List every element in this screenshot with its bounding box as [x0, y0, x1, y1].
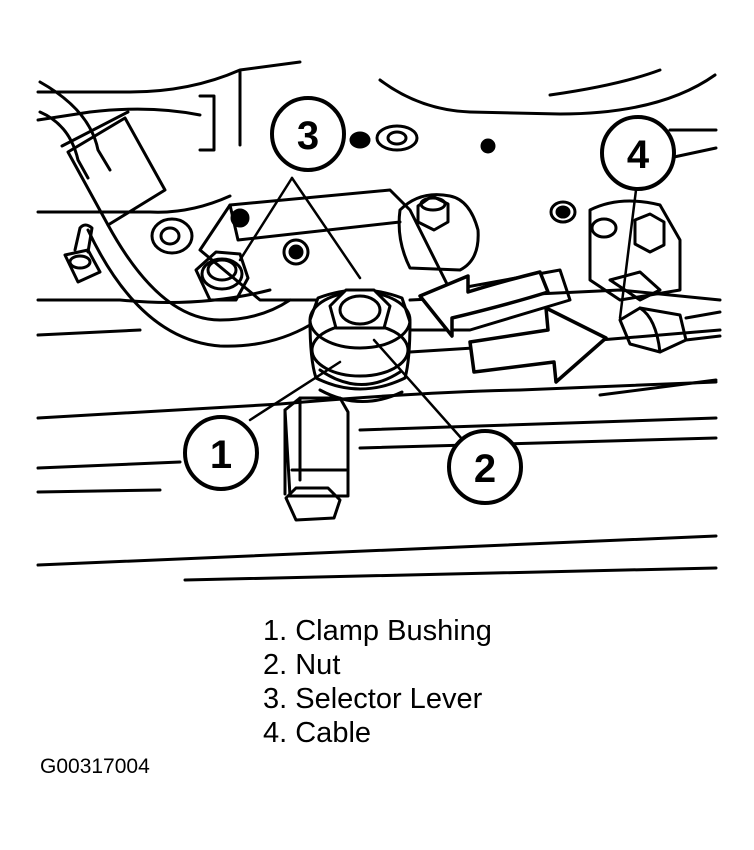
hose [38, 80, 312, 348]
legend-item-cable: 4. Cable [263, 717, 372, 749]
callout-1-number: 1 [210, 433, 232, 477]
leader-3b [238, 176, 294, 262]
callout-1: 1 [183, 415, 259, 491]
callout-3-number: 3 [297, 114, 319, 158]
left-bolt [63, 223, 102, 284]
figure-id: G00317004 [40, 755, 150, 778]
transmission-housing [36, 60, 718, 582]
leader-4 [618, 188, 638, 320]
legend-item-nut: 2. Nut [263, 649, 341, 681]
selector-lever-illustration: 3 4 1 2 [36, 60, 722, 582]
selector-lever-plate [198, 188, 572, 332]
callout-2: 2 [447, 429, 523, 505]
callout-2-number: 2 [474, 447, 496, 491]
parts-legend: 1. Clamp Bushing 2. Nut 3. Selector Leve… [263, 614, 492, 750]
leader-lines [238, 176, 638, 450]
legend-item-selector-lever: 3. Selector Lever [263, 683, 483, 715]
callout-4: 4 [600, 115, 676, 191]
leader-2 [372, 338, 472, 450]
callout-4-number: 4 [627, 133, 650, 177]
plate-bolt [194, 250, 250, 302]
clamp-bushing-assembly [308, 288, 412, 403]
right-bracket [588, 199, 682, 302]
mounting-boss [397, 193, 480, 272]
leader-3 [290, 176, 362, 280]
lower-connector [283, 396, 350, 522]
upper-bolts [349, 124, 577, 224]
callout-3: 3 [270, 96, 346, 172]
washer [150, 217, 194, 255]
legend-item-clamp-bushing: 1. Clamp Bushing [263, 615, 492, 647]
leader-1 [248, 360, 342, 422]
direction-arrows [418, 270, 608, 384]
